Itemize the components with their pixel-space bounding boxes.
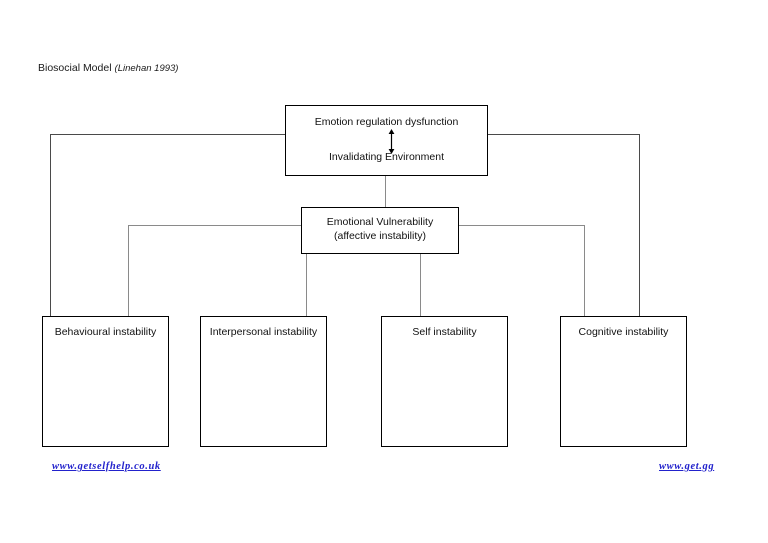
node-emotional-vulnerability[interactable]: Emotional Vulnerability (affective insta… [301,207,459,254]
node-label-line1: Emotional Vulnerability [326,216,434,228]
node-self-instability[interactable]: Self instability [381,316,508,447]
node-cognitive-instability[interactable]: Cognitive instability [560,316,687,447]
node-label: Cognitive instability [578,326,669,338]
connector-middle-left-vertical [128,225,129,317]
node-label: Interpersonal instability [209,326,318,338]
connector-top-left-vertical [50,134,51,317]
node-label-line2: (affective instability) [333,230,426,242]
connector-top-right-horizontal [487,134,640,135]
connector-middle-left-horizontal [128,225,302,226]
connector-middle-right-horizontal [458,225,585,226]
page-title-citation: (Linehan 1993) [114,63,179,74]
footer-link-getselfhelp[interactable]: www.getselfhelp.co.uk [52,461,161,472]
node-label: Behavioural instability [54,326,157,338]
connector-middle-to-interpersonal [306,253,307,317]
connector-top-left-horizontal [50,134,286,135]
connector-middle-right-vertical [584,225,585,317]
page-title: Biosocial Model(Linehan 1993) [38,62,178,74]
node-interpersonal-instability[interactable]: Interpersonal instability [200,316,327,447]
footer-link-getgg[interactable]: www.get.gg [659,461,715,472]
page-title-main: Biosocial Model [38,62,112,74]
connector-middle-to-self [420,253,421,317]
connector-top-to-middle [385,175,386,208]
bidirectional-arrow-icon [388,129,395,154]
node-label-upper: Emotion regulation dysfunction [314,116,459,128]
node-label: Self instability [412,326,477,338]
node-behavioural-instability[interactable]: Behavioural instability [42,316,169,447]
node-label-lower: Invalidating Environment [329,151,444,163]
node-emotion-regulation-dysfunction[interactable]: Emotion regulation dysfunction Invalidat… [285,105,488,176]
connector-top-right-vertical [639,134,640,317]
